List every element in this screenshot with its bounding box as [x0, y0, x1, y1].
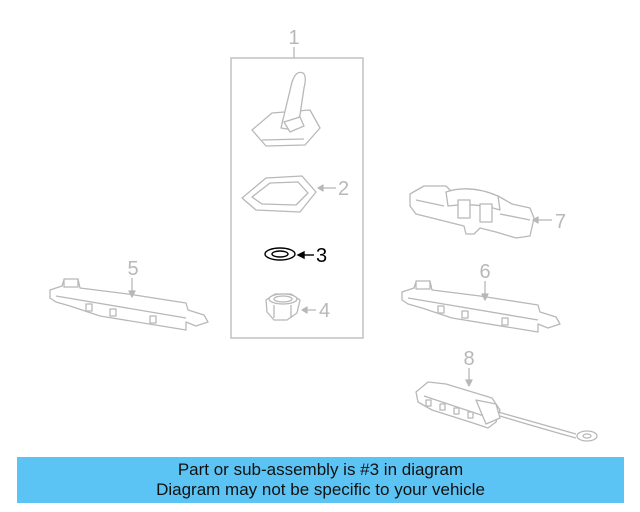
callout-6[interactable]: 6: [479, 261, 490, 283]
callout-4[interactable]: 4: [319, 300, 330, 322]
info-banner: Part or sub-assembly is #3 in diagram Di…: [17, 457, 624, 503]
cable-harness-part-8[interactable]: [415, 368, 598, 442]
parts-diagram: 1 2 3 4: [49, 27, 598, 442]
antenna-module-part-5[interactable]: [49, 278, 209, 331]
antenna-nut-part-4[interactable]: [265, 293, 316, 321]
banner-line-1: Part or sub-assembly is #3 in diagram: [177, 460, 464, 479]
callout-1[interactable]: 1: [288, 27, 299, 49]
antenna-module-part-6[interactable]: [401, 280, 561, 333]
banner-line-2: Diagram may not be specific to your vehi…: [156, 480, 485, 499]
callout-3[interactable]: 3: [316, 245, 327, 267]
callout-7[interactable]: 7: [555, 211, 566, 233]
callout-2[interactable]: 2: [338, 178, 349, 200]
callout-8[interactable]: 8: [463, 348, 474, 370]
amplifier-part-7[interactable]: [409, 185, 552, 239]
antenna-fin-part-1[interactable]: [251, 71, 321, 147]
antenna-gasket-part-2[interactable]: [241, 175, 336, 213]
seal-ring-part-3[interactable]: [264, 247, 314, 261]
callout-5[interactable]: 5: [127, 258, 138, 280]
part-1-group-box: [230, 47, 364, 339]
